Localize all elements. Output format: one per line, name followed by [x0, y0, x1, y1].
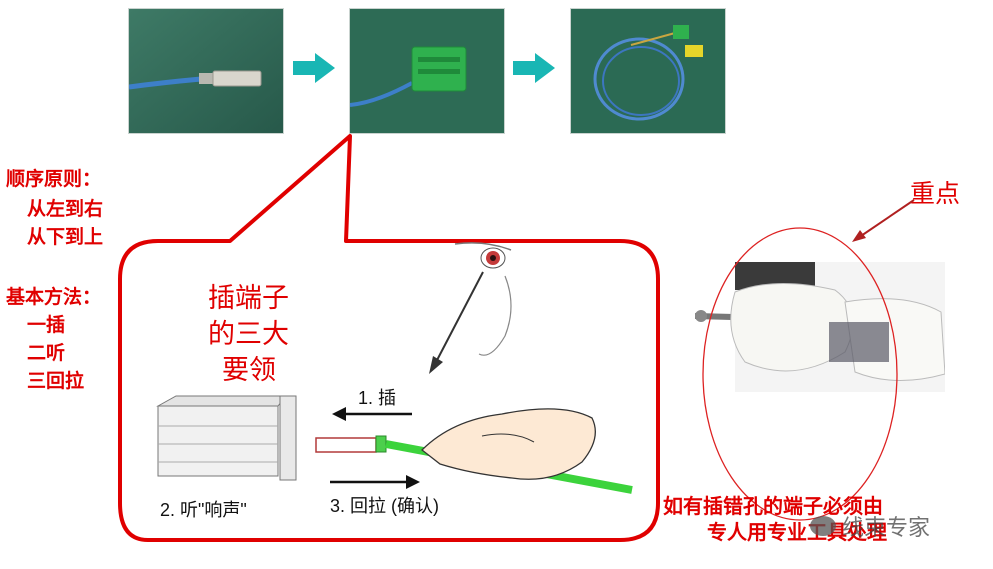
rule-bottom-to-top: 从下到上: [27, 226, 104, 248]
basic-method-heading: 基本方法：: [6, 286, 102, 308]
watermark-text: 线束专家: [842, 516, 931, 541]
right-arrow-icon: [293, 53, 335, 83]
step-insert-label: 1. 插: [358, 388, 397, 408]
insert-arrow-icon: [332, 407, 412, 421]
focus-label: 重点: [910, 179, 961, 208]
chat-bubble-icon: [810, 516, 836, 536]
sequence-principle-heading: 顺序原则：: [6, 168, 102, 190]
focus-pointer-arrow: [852, 199, 915, 242]
focus-ellipse: [702, 227, 898, 521]
step-listen-label: 2. 听"响声": [160, 500, 247, 520]
photo-finished-harness: [570, 8, 726, 134]
method-step-pullback: 三回拉: [27, 370, 85, 392]
step-pullback-label: 3. 回拉 (确认): [330, 496, 440, 516]
callout-title-line2: 的三大: [208, 319, 289, 350]
photo-gloved-hands-tool: [695, 262, 945, 392]
callout-bubble: [118, 134, 660, 542]
pullback-arrow-icon: [330, 475, 420, 489]
watermark: 线束专家: [810, 510, 930, 542]
method-step-listen: 二听: [27, 342, 66, 364]
right-arrow-icon: [513, 53, 555, 83]
focus-note-line2: 专人用专业工具处理: [707, 520, 887, 544]
callout-title-line1: 插端子: [208, 283, 289, 314]
connector-housing-illustration: [156, 395, 297, 481]
terminal-hand-illustration: [315, 408, 633, 494]
callout-title-line3: 要领: [222, 355, 276, 386]
eye-sight-illustration: [429, 242, 512, 374]
photo-terminal-in-connector: [349, 8, 505, 134]
rule-left-to-right: 从左到右: [27, 198, 104, 220]
method-step-insert: 一插: [27, 314, 66, 336]
photo-wire-terminal: [128, 8, 284, 134]
focus-note-line1: 如有插错孔的端子必须由: [663, 494, 883, 518]
